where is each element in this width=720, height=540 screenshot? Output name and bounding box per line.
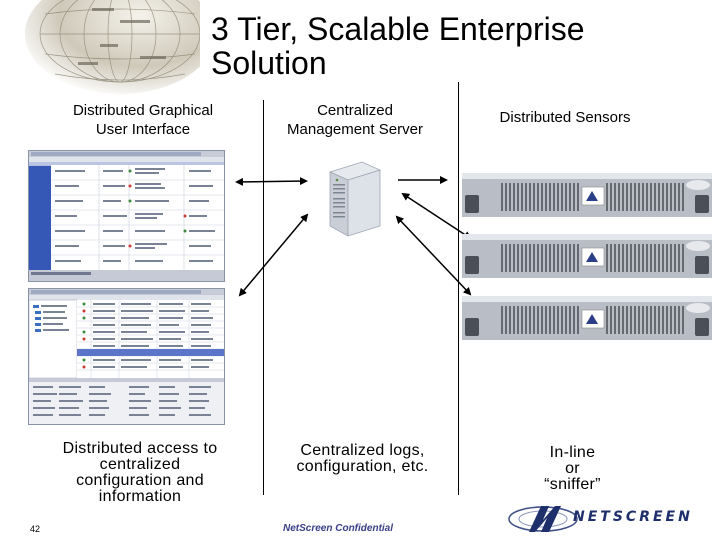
gui-caption-line3: configuration and (76, 472, 204, 489)
gui-screenshot-bottom-graphic (29, 289, 224, 424)
sensor-appliance-icon (462, 296, 712, 340)
netscreen-logo-text: NETSCREEN (573, 509, 693, 525)
slide-title: 3 Tier, Scalable Enterprise Solution (211, 12, 585, 80)
arrow-gui-top-to-server (235, 177, 308, 186)
slide-title-line2: Solution (211, 45, 327, 81)
globe-graphic (0, 0, 200, 96)
server-icon (328, 161, 382, 237)
server-header-line1: Centralized (317, 102, 393, 119)
sensors-column-caption: In-line or “sniffer” (500, 445, 645, 493)
sensors-column-header: Distributed Sensors (470, 108, 660, 127)
arrow-gui-bottom-to-server (238, 213, 309, 297)
gui-column-caption: Distributed access to centralized config… (40, 441, 240, 505)
gui-column-header: Distributed Graphical User Interface (38, 101, 248, 139)
sensors-caption-line1: In-line (549, 444, 596, 461)
server-caption-line1: Centralized logs, (300, 442, 425, 459)
gui-caption-line4: information (98, 488, 182, 505)
gui-screenshot-bottom (28, 288, 225, 425)
gui-caption-line2: centralized (99, 456, 181, 473)
gui-screenshot-top (28, 150, 225, 282)
gui-header-line2: User Interface (95, 121, 191, 138)
server-caption-line2: configuration, etc. (296, 458, 429, 475)
slide-title-line1: 3 Tier, Scalable Enterprise (211, 11, 585, 47)
divider-left (263, 100, 264, 495)
sensor-appliance-icon (462, 173, 712, 217)
sensor-appliance-icon (462, 234, 712, 278)
gui-screenshot-top-graphic (29, 151, 224, 281)
sensors-header: Distributed Sensors (499, 109, 631, 126)
netscreen-logo (508, 506, 578, 532)
server-column-header: Centralized Management Server (260, 101, 450, 139)
server-header-line2: Management Server (287, 121, 423, 138)
gui-caption-line1: Distributed access to (62, 440, 218, 457)
sensors-caption-line3: “sniffer” (544, 476, 601, 493)
sensors-caption-line2: or (565, 460, 580, 477)
page-number: 42 (30, 524, 41, 534)
server-column-caption: Centralized logs, configuration, etc. (270, 443, 455, 475)
confidential-footer: NetScreen Confidential (283, 523, 394, 534)
arrow-server-to-sensor-middle (401, 192, 472, 240)
gui-header-line1: Distributed Graphical (72, 102, 214, 119)
arrow-server-to-sensor-bottom (395, 215, 472, 296)
